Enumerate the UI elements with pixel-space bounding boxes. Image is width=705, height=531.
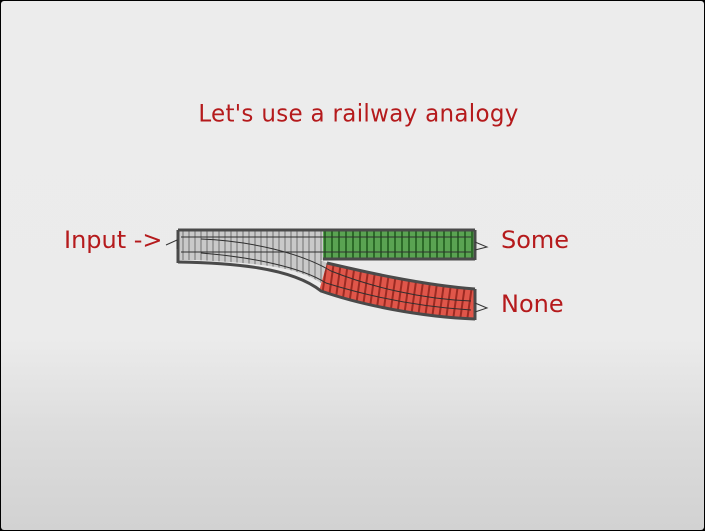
rail-edges — [176, 228, 477, 321]
slide-title: Let's use a railway analogy — [198, 100, 519, 128]
track-some-segment — [323, 230, 474, 260]
track-switch-branch — [179, 247, 327, 283]
some-label: Some — [501, 226, 570, 254]
track-end-markers — [165, 239, 489, 313]
rail-lines — [181, 236, 472, 311]
input-label: Input -> — [64, 226, 163, 254]
none-label: None — [501, 290, 564, 318]
